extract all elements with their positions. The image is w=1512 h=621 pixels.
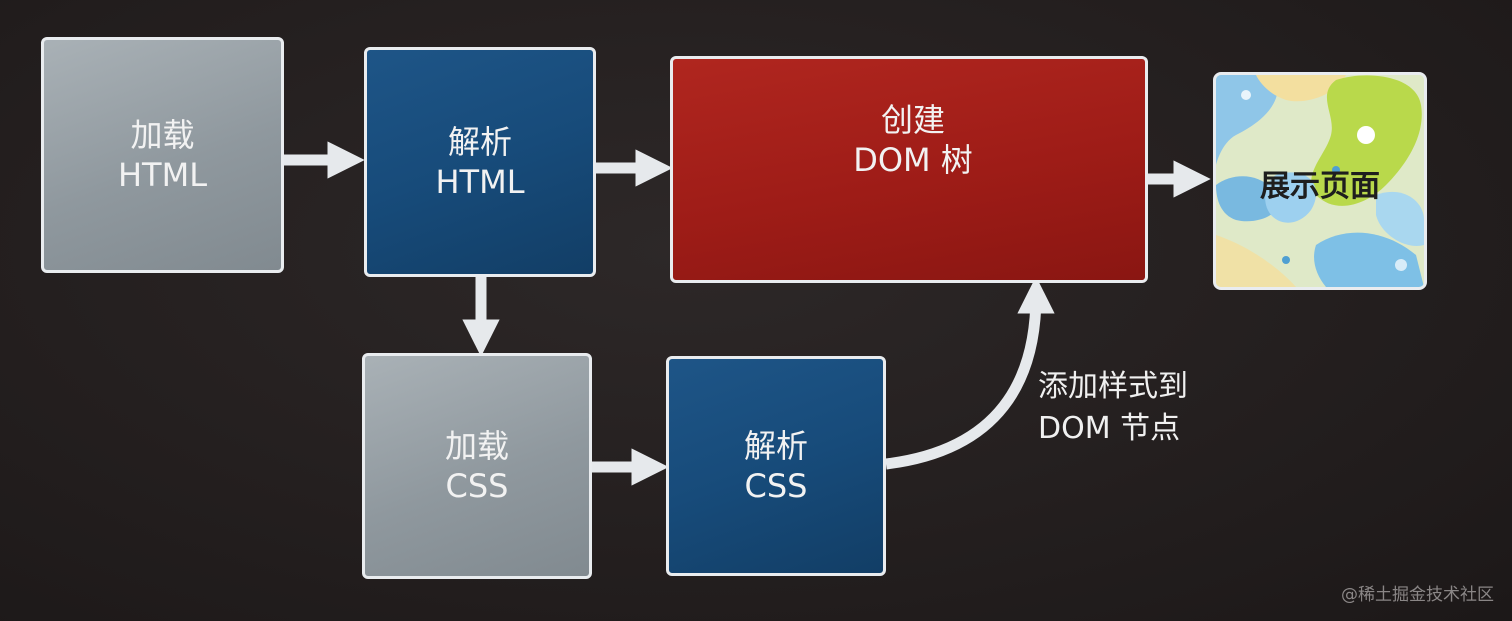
parse-css-line1: 解析: [743, 427, 808, 465]
load-css-line1: 加载: [444, 427, 509, 465]
parse-html-line2: HTML: [435, 163, 525, 201]
parse-css-line2: CSS: [744, 467, 808, 505]
parse-html-line1: 解析: [447, 123, 512, 161]
load-html-line1: 加载: [130, 116, 195, 154]
load-html-box: 加载 HTML: [41, 37, 284, 273]
load-css-line2: CSS: [445, 467, 509, 505]
annotation-line1: 添加样式到: [1038, 369, 1188, 404]
load-html-line2: HTML: [117, 156, 208, 194]
arrow-parse-css-to-create-dom: [885, 276, 1055, 470]
display-page-artwork: [1216, 75, 1424, 287]
create-dom-box: 创建 DOM 树: [670, 56, 1148, 283]
display-page-box: 展示页面: [1213, 72, 1427, 290]
display-page-label: 展示页面: [1260, 169, 1380, 204]
create-dom-line1: 创建: [880, 100, 945, 139]
watermark: @稀土掘金技术社区: [1341, 585, 1494, 605]
add-styles-annotation: 添加样式到 DOM 节点: [1038, 366, 1188, 450]
annotation-line2: DOM 节点: [1038, 411, 1181, 446]
load-css-box: 加载 CSS: [362, 353, 592, 579]
parse-css-box: 解析 CSS: [666, 356, 886, 576]
create-dom-line2: DOM 树: [853, 140, 973, 179]
parse-html-box: 解析 HTML: [364, 47, 596, 277]
